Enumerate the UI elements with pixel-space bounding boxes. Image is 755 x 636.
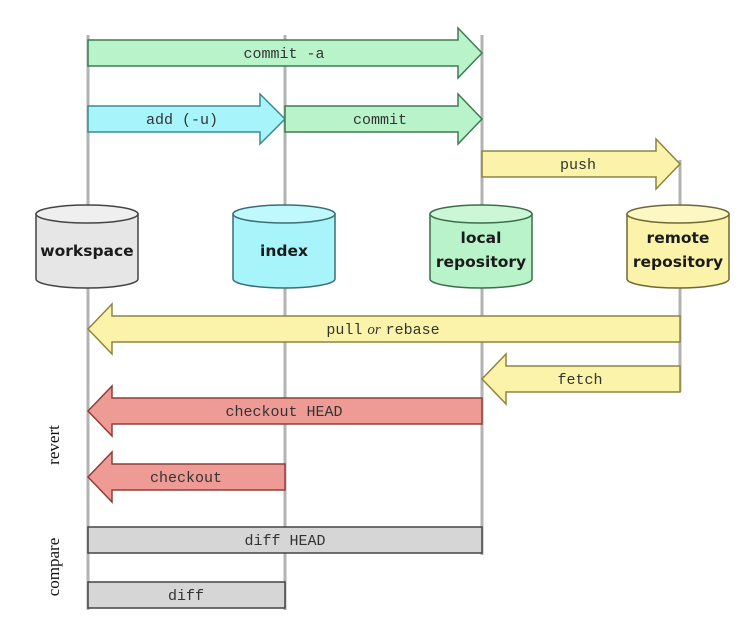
local-repository-label-line2: repository [436,253,526,271]
push-label: push [560,157,596,174]
diff-bar: diff [87,581,286,609]
workspace-label: workspace [40,242,133,260]
add-arrow: add (-u) [87,92,287,146]
index-label: index [260,242,308,260]
workspace-store: workspace [35,204,139,289]
fetch-arrow: fetch [480,352,681,406]
commit-label: commit [353,112,407,129]
diff-head-label: diff HEAD [244,533,325,550]
rebase-label: rebase [386,322,440,339]
commit-arrow: commit [284,92,484,146]
local-repository-label-line1: local [461,229,502,247]
compare-section-label: compare [44,538,63,597]
diff-head-bar: diff HEAD [87,526,483,554]
revert-section-label: revert [44,425,63,465]
checkout-label: checkout [150,470,222,487]
diff-label: diff [168,588,204,605]
checkout-head-label: checkout HEAD [225,404,342,421]
remote-repository-label-line2: repository [633,253,723,271]
index-store: index [232,204,336,289]
fetch-label: fetch [557,372,602,389]
pull-label: pull [326,322,362,339]
local-repository-store: local repository [429,204,533,289]
commit-a-arrow: commit -a [87,26,484,80]
checkout-head-arrow: checkout HEAD [86,384,483,438]
remote-repository-label-line1: remote [647,229,710,247]
push-arrow: push [481,137,682,191]
commit-a-label: commit -a [243,46,324,63]
checkout-arrow: checkout [86,450,286,504]
or-label: or [367,322,381,338]
remote-repository-store: remote repository [626,204,730,289]
add-label: add (-u) [146,112,218,129]
